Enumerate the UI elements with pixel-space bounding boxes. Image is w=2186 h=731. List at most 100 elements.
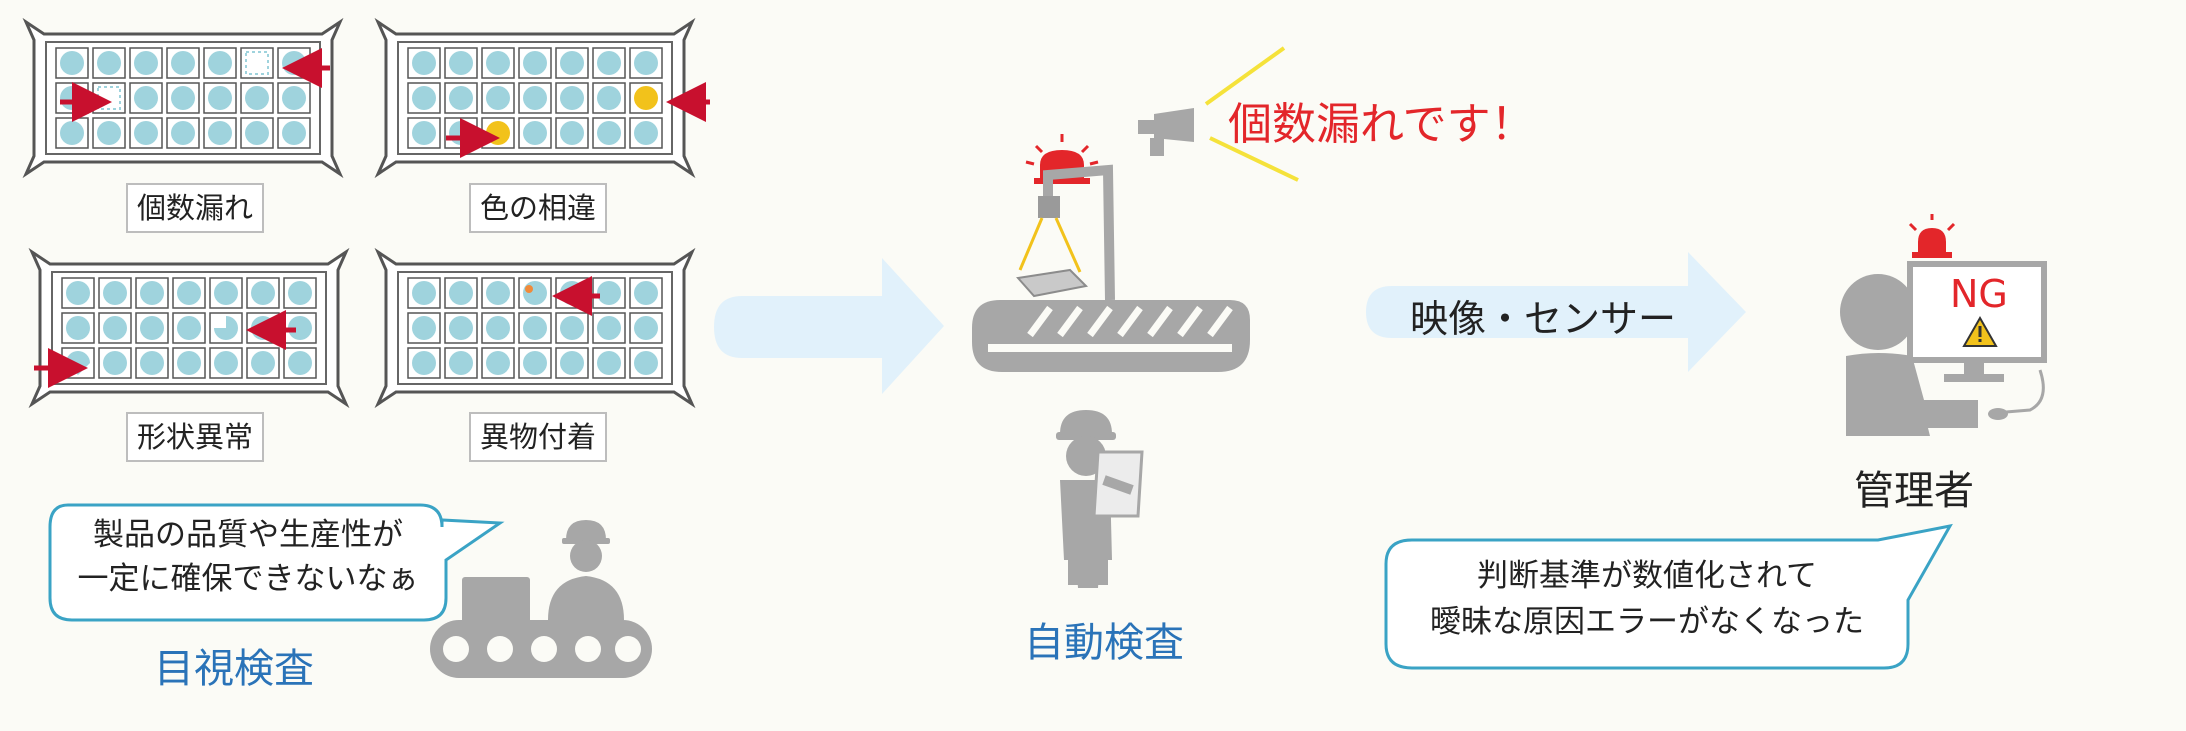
tray-item: [449, 121, 473, 145]
tray-item: [208, 121, 232, 145]
manager-label: 管理者: [1854, 468, 1974, 514]
tray-item: [560, 351, 584, 375]
tray-item: [634, 121, 658, 145]
panel-label-missing-count: 個数漏れ: [126, 183, 264, 233]
tray-item: [412, 86, 436, 110]
tray-foreign-matter: [374, 247, 696, 409]
tray-item: [60, 121, 84, 145]
tray-item: [449, 51, 473, 75]
tray-item: [245, 121, 269, 145]
tray-item: [171, 86, 195, 110]
manual-worker-icon: [548, 520, 624, 620]
tray-item: [282, 86, 306, 110]
manager-icon: [1840, 274, 1978, 436]
tray-item: [66, 281, 90, 305]
left-bubble-line1: 製品の品質や生産性が: [93, 517, 403, 553]
process-arrow: [714, 258, 944, 394]
tray-color-difference: [374, 17, 710, 179]
tray-item: [282, 51, 306, 75]
tray-item: [140, 351, 164, 375]
auto-inspection-label: 自動検査: [1024, 620, 1184, 666]
speaker-icon: [1138, 108, 1194, 156]
inspector-worker-icon: [1056, 410, 1144, 588]
right-bubble-line1: 判断基準が数値化されて: [1476, 558, 1818, 594]
tray-item: [171, 121, 195, 145]
tray-item: [597, 281, 621, 305]
tray-item: [560, 121, 584, 145]
alert-lines-icon: [1204, 46, 1299, 182]
tray-item: [208, 51, 232, 75]
tray-item: [97, 121, 121, 145]
tray-item: [449, 86, 473, 110]
wrong-color-item: [634, 86, 658, 110]
tray-inner: [45, 41, 321, 155]
tray-item: [634, 281, 658, 305]
tray-item: [177, 281, 201, 305]
tray-shape-abnormal: [28, 247, 350, 409]
foreign-matter-dot: [525, 285, 533, 293]
auto-inspection-machine-icon: [972, 134, 1250, 372]
tray-item: [412, 51, 436, 75]
tray-item: [597, 86, 621, 110]
panel-label-foreign-matter: 異物付着: [469, 412, 607, 462]
tray-item: [412, 121, 436, 145]
tray-item: [214, 281, 238, 305]
tray-missing-count: [22, 17, 344, 179]
tray-item: [449, 281, 473, 305]
tray-item: [449, 351, 473, 375]
tray-item: [523, 351, 547, 375]
visual-inspection-label: 目視検査: [154, 646, 314, 692]
tray-item: [523, 316, 547, 340]
tray-item: [140, 316, 164, 340]
tray-item: [97, 51, 121, 75]
tray-item: [560, 86, 584, 110]
tray-inner: [51, 271, 327, 385]
tray-item: [288, 351, 312, 375]
tray-item: [103, 351, 127, 375]
tray-item: [597, 51, 621, 75]
right-bubble-line2: 曖昧な原因エラーがなくなった: [1430, 604, 1864, 640]
manager-alarm-icon: [1908, 214, 1956, 258]
left-speech-bubble: [48, 503, 505, 622]
tray-item: [560, 51, 584, 75]
tray-item: [171, 51, 195, 75]
tray-item: [523, 51, 547, 75]
tray-item: [634, 351, 658, 375]
sensor-arrow-label: 映像・センサー: [1410, 297, 1677, 341]
tray-item: [60, 86, 84, 110]
tray-item: [634, 316, 658, 340]
tray-item: [412, 281, 436, 305]
wrong-color-item: [486, 121, 510, 145]
tray-item: [288, 281, 312, 305]
tray-item: [140, 281, 164, 305]
alert-message: 個数漏れです！: [1228, 99, 1535, 150]
tray-item: [597, 316, 621, 340]
tray-item: [486, 281, 510, 305]
tray-item: [634, 51, 658, 75]
tray-item: [177, 351, 201, 375]
tray-item: [560, 316, 584, 340]
manual-conveyor-icon: [430, 577, 652, 678]
warning-triangle-icon: [1962, 315, 1998, 347]
tray-item: [449, 316, 473, 340]
tray-item: [412, 351, 436, 375]
missing-item-marker: [245, 51, 269, 75]
tray-item: [251, 281, 275, 305]
tray-item: [523, 281, 547, 305]
tray-item: [214, 351, 238, 375]
tray-item: [103, 316, 127, 340]
tray-item: [60, 51, 84, 75]
tray-item: [134, 86, 158, 110]
tray-item: [245, 86, 269, 110]
tray-item: [251, 351, 275, 375]
tray-inner: [397, 271, 673, 385]
tray-item: [282, 121, 306, 145]
left-bubble-line2: 一定に確保できないなぁ: [77, 561, 419, 597]
tray-item: [177, 316, 201, 340]
tray-item: [486, 51, 510, 75]
tray-item: [288, 316, 312, 340]
tray-item: [523, 86, 547, 110]
tray-item: [103, 281, 127, 305]
tray-item: [597, 351, 621, 375]
